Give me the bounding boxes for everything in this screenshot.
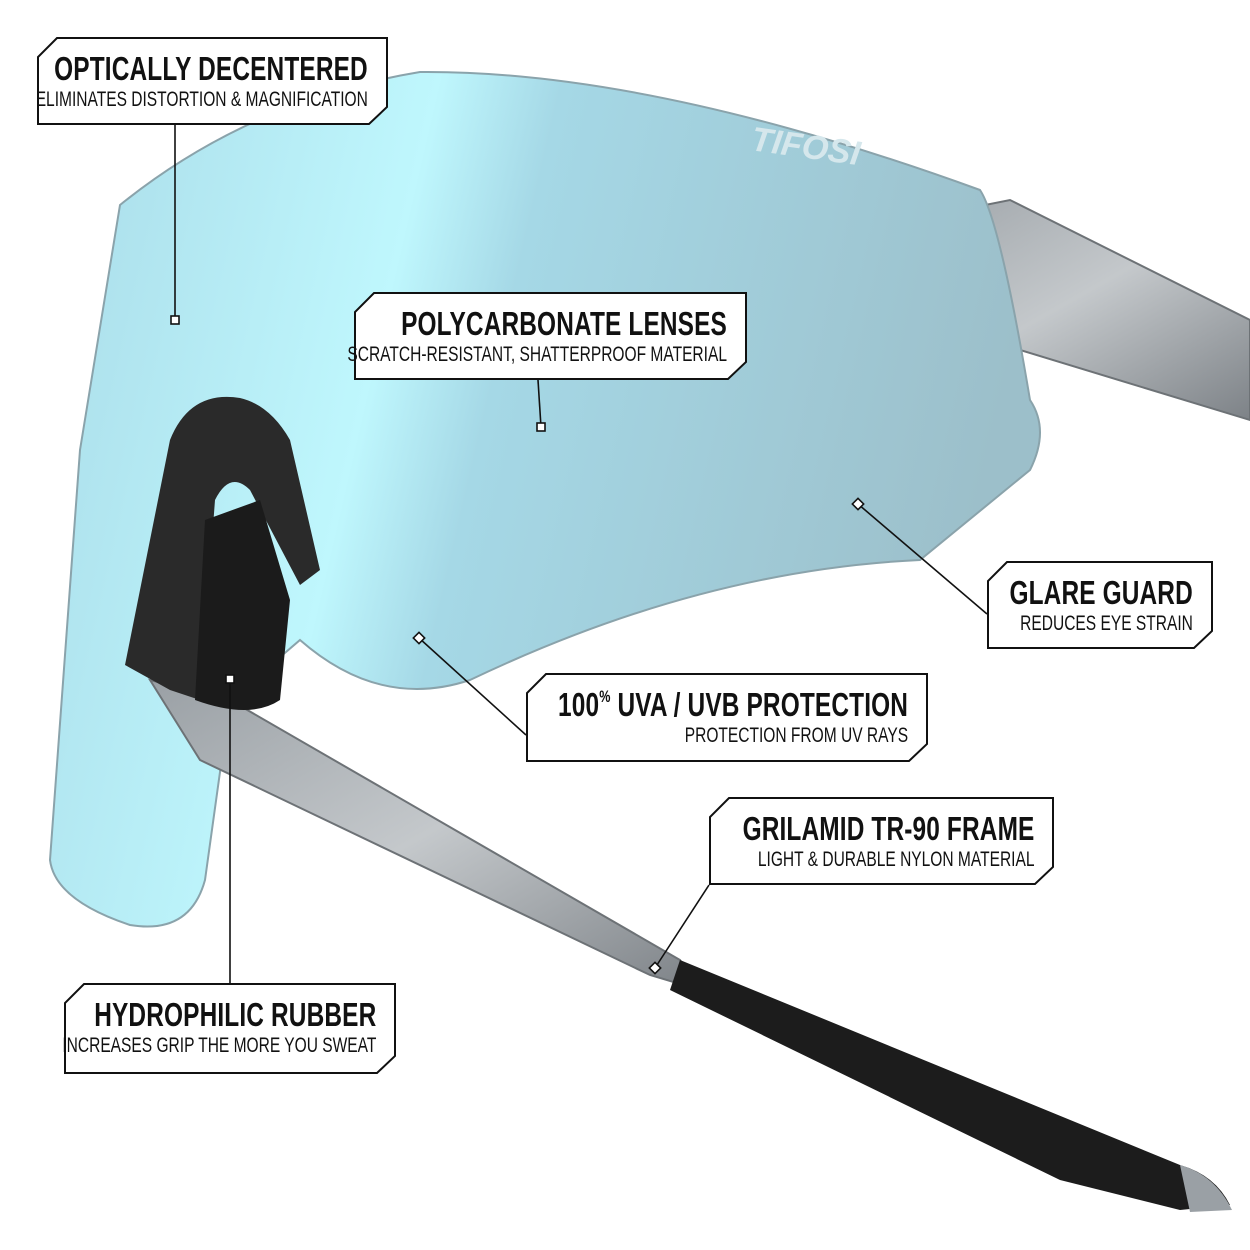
callout-title: POLYCARBONATE LENSES <box>401 305 727 342</box>
nose-pad <box>125 396 320 700</box>
callout-subtitle: SCRATCH-RESISTANT, SHATTERPROOF MATERIAL <box>347 343 727 366</box>
nose-pad-rubber <box>195 500 290 710</box>
callout-title: GRILAMID TR-90 FRAME <box>742 810 1034 847</box>
leader-lines <box>170 125 988 983</box>
callout-subtitle: LIGHT & DURABLE NYLON MATERIAL <box>757 848 1034 871</box>
callout-subtitle: INCREASES GRIP THE MORE YOU SWEAT <box>61 1034 376 1057</box>
temple-end-cap <box>1180 1165 1232 1212</box>
temple-tip-rubber <box>670 960 1230 1210</box>
callout-subtitle: ELIMINATES DISTORTION & MAGNIFICATION <box>35 88 368 111</box>
lens <box>48 70 1041 928</box>
callout-subtitle: REDUCES EYE STRAIN <box>1020 612 1193 635</box>
callout-title: 100% UVA / UVB PROTECTION <box>557 686 908 723</box>
callout-title: GLARE GUARD <box>1009 574 1193 611</box>
callout-title: HYDROPHILIC RUBBER <box>93 996 377 1033</box>
callout-title: OPTICALLY DECENTERED <box>54 50 368 87</box>
callout-subtitle: PROTECTION FROM UV RAYS <box>684 724 908 747</box>
